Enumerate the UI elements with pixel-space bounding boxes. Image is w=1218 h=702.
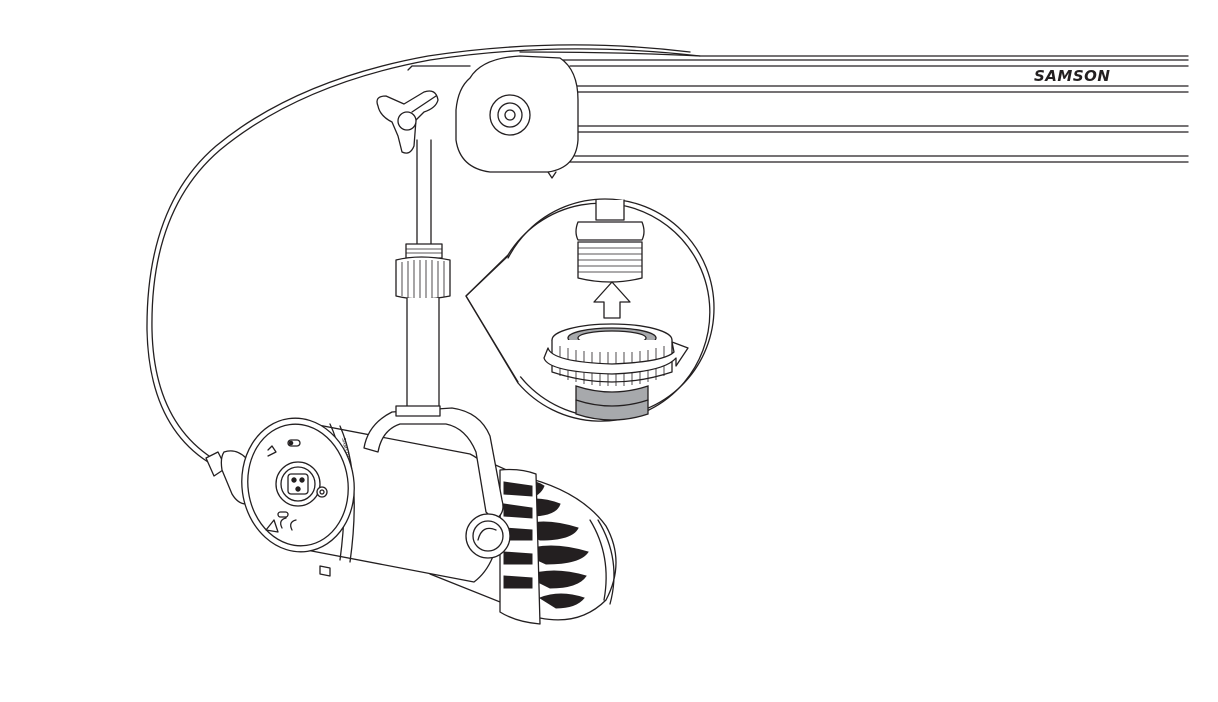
mount-rod (395, 139, 451, 409)
mic-yoke (363, 405, 511, 559)
boom-arm-lower-tube (559, 125, 1189, 163)
yoke-knob (465, 513, 511, 559)
detail-callout (465, 198, 715, 422)
pivot-knob (489, 94, 531, 136)
rod-adapter-thread (575, 199, 645, 283)
xlr-connector (275, 461, 321, 507)
mic-rear-panel (241, 417, 355, 553)
mute-switch-icon (287, 439, 301, 447)
compliance-marks-icon (265, 511, 297, 533)
samson-logo: SAMSON (1034, 67, 1110, 85)
usb-port-icon (267, 445, 277, 457)
wing-nut-knob (376, 90, 439, 154)
up-arrow-icon (593, 281, 631, 319)
microphone: SAMSON Q9U (241, 405, 617, 625)
boom-arm: SAMSON (376, 51, 1189, 409)
rotate-arrow-icon (543, 341, 689, 375)
headphone-jack (316, 486, 328, 498)
